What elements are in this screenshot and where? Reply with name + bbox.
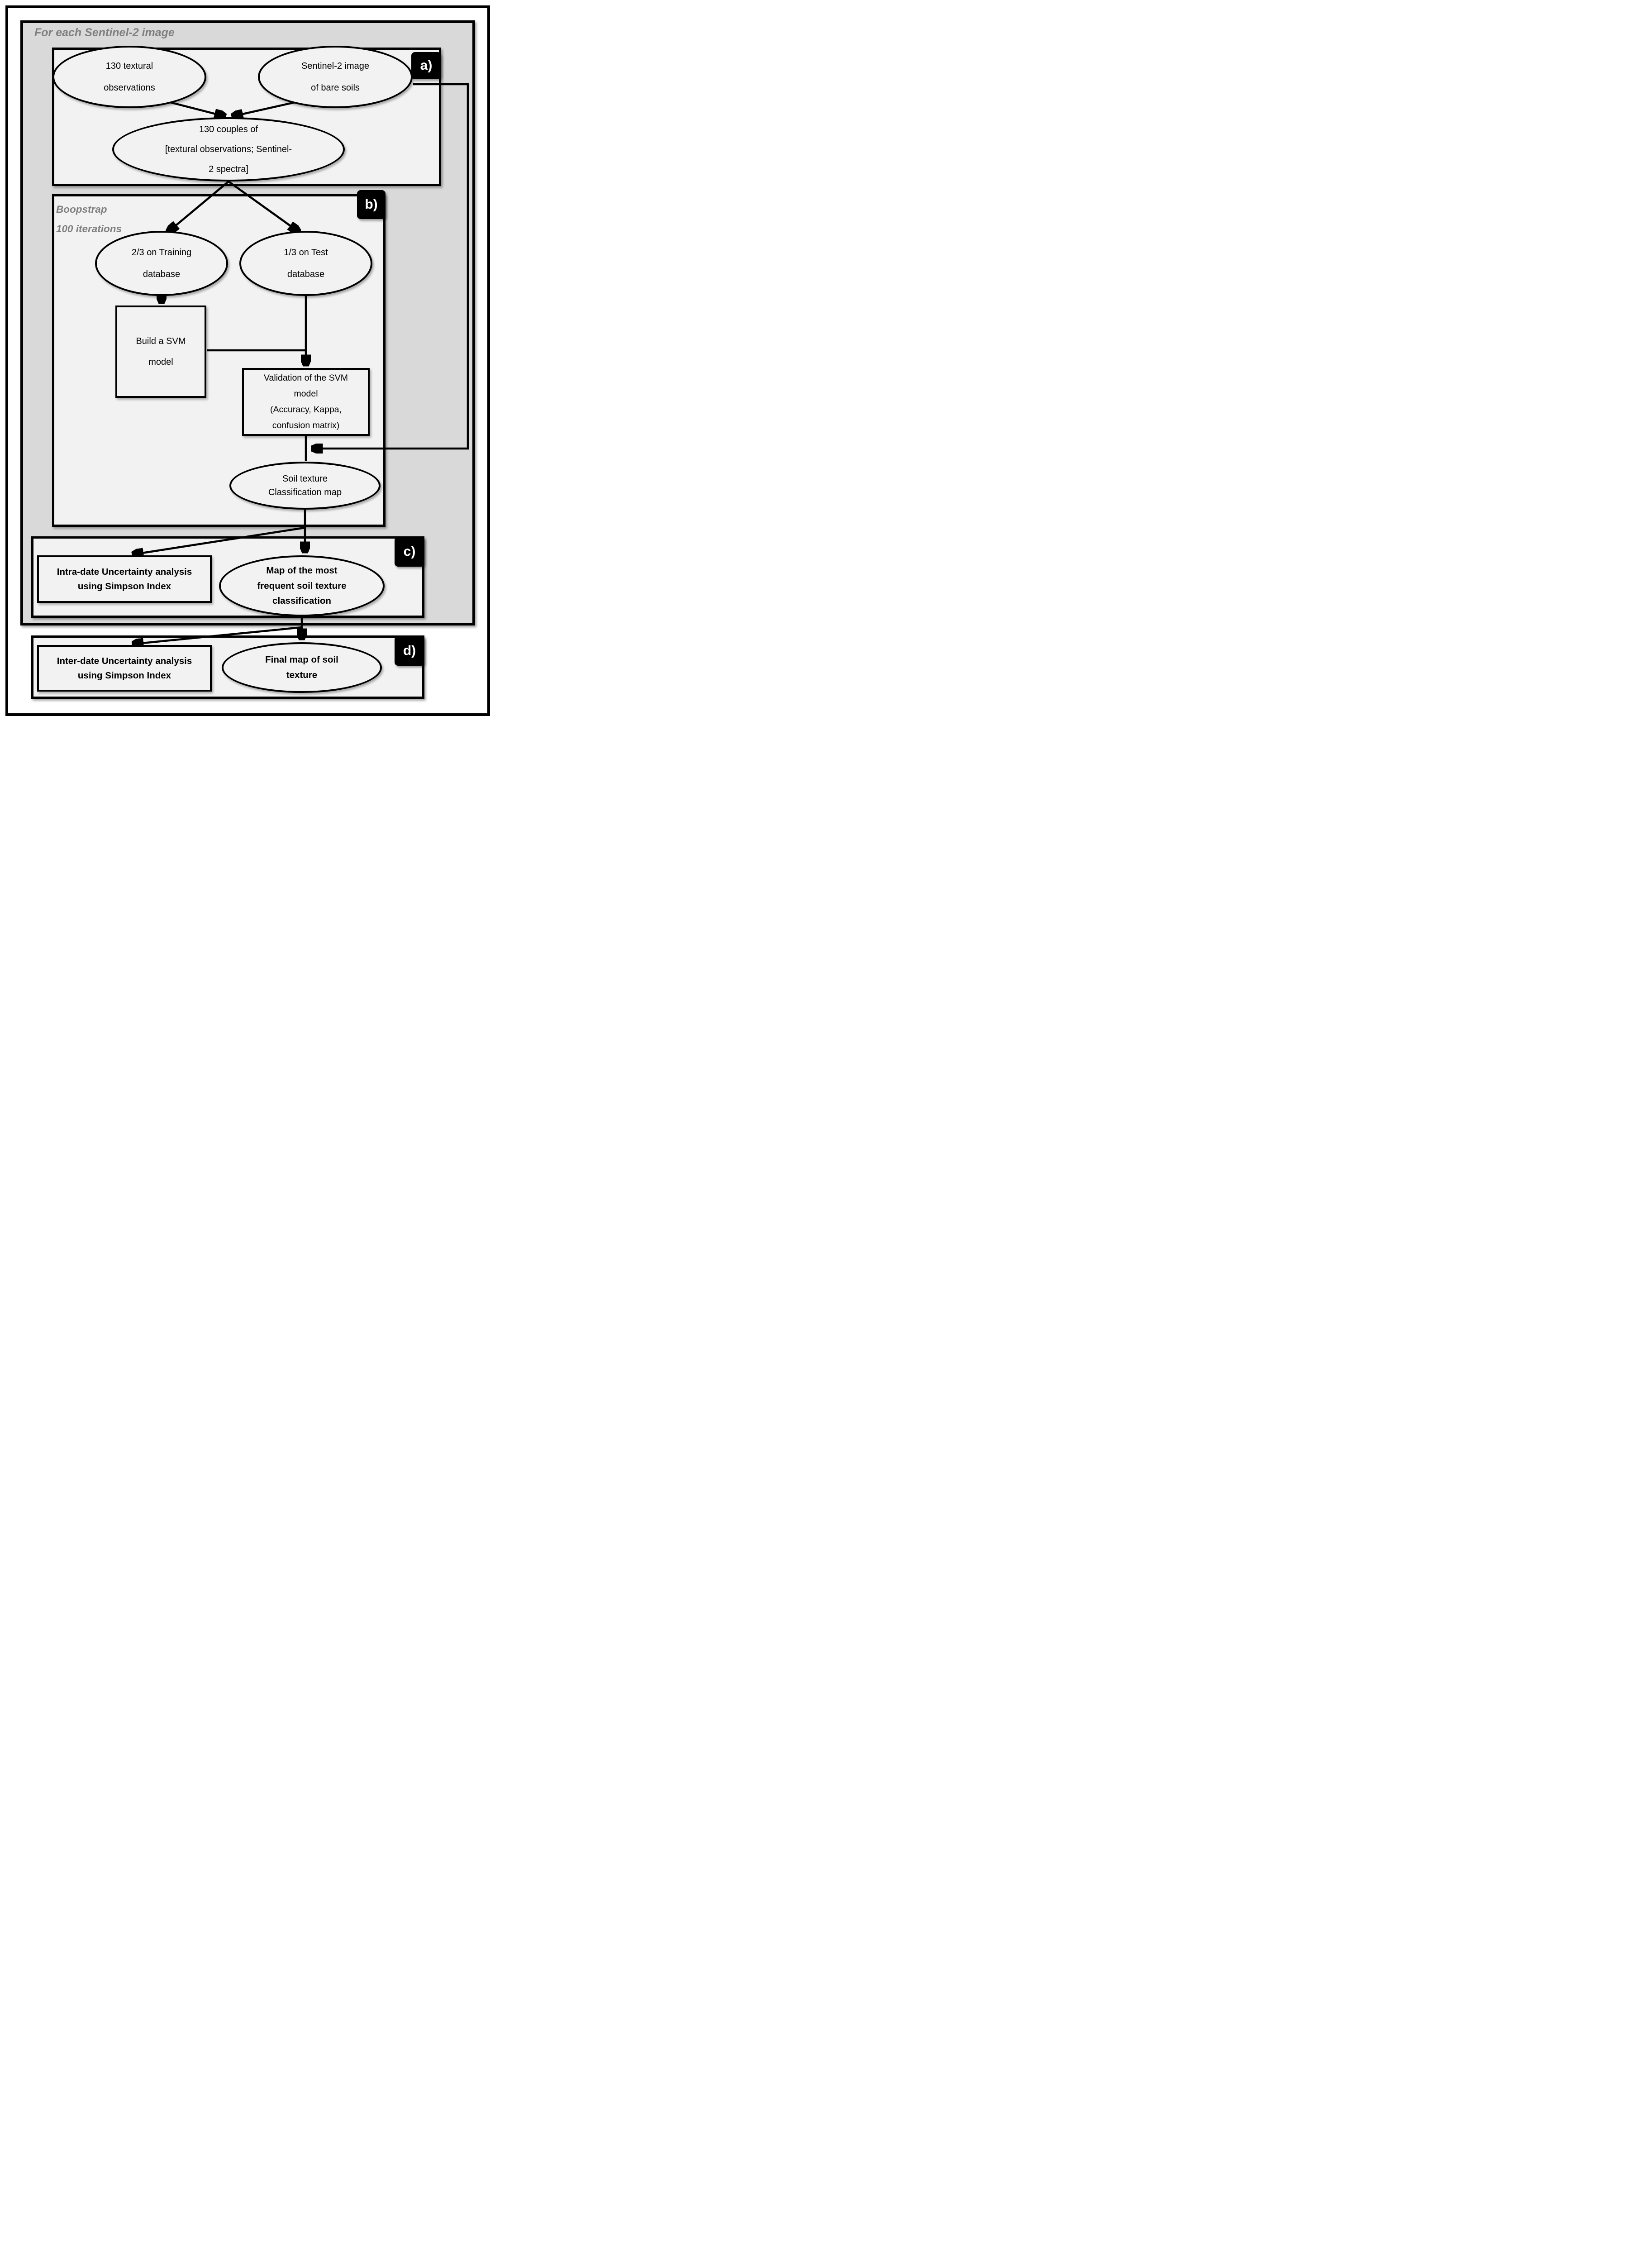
arrow-textural-to-couples	[170, 101, 225, 116]
arrow-feedback-sentinel-to-classification	[312, 83, 469, 449]
ellipse-final-map: Final map of soil texture	[222, 642, 382, 693]
badge-d: d)	[395, 636, 424, 666]
rect-validation: Validation of the SVM model (Accuracy, K…	[242, 368, 370, 436]
ellipse-training-db: 2/3 on Training database	[95, 231, 228, 296]
figure-canvas: For each Sentinel-2 image Boopstrap 100 …	[0, 0, 495, 722]
rect-build-svm: Build a SVM model	[115, 306, 206, 398]
rect-inter-date: Inter-date Uncertainty analysis using Si…	[37, 645, 212, 692]
ellipse-frequent-map: Map of the most frequent soil texture cl…	[219, 555, 385, 616]
outer-loop-label: For each Sentinel-2 image	[34, 26, 175, 39]
rect-intra-date: Intra-date Uncertainty analysis using Si…	[37, 555, 212, 603]
arrow-couples-to-training	[168, 181, 229, 232]
page-frame	[5, 5, 490, 716]
arrow-sentinel-to-couples	[233, 101, 295, 116]
badge-b: b)	[357, 190, 386, 219]
arrow-branch-to-intra	[133, 526, 305, 554]
arrow-branch-to-inter	[133, 626, 302, 644]
ellipse-sentinel-image: Sentinel-2 image of bare soils	[258, 46, 413, 108]
arrow-couples-to-test	[228, 181, 299, 232]
badge-c: c)	[395, 537, 424, 567]
badge-a: a)	[411, 52, 441, 79]
ellipse-classification-map: Soil texture Classification map	[229, 462, 381, 510]
ellipse-test-db: 1/3 on Test database	[239, 231, 372, 296]
connectors-svg	[0, 83, 469, 722]
ellipse-textural-observations: 130 textural observations	[52, 46, 206, 108]
ellipse-couples: 130 couples of [textural observations; S…	[112, 117, 345, 181]
bootstrap-label: Boopstrap 100 iterations	[56, 204, 122, 234]
